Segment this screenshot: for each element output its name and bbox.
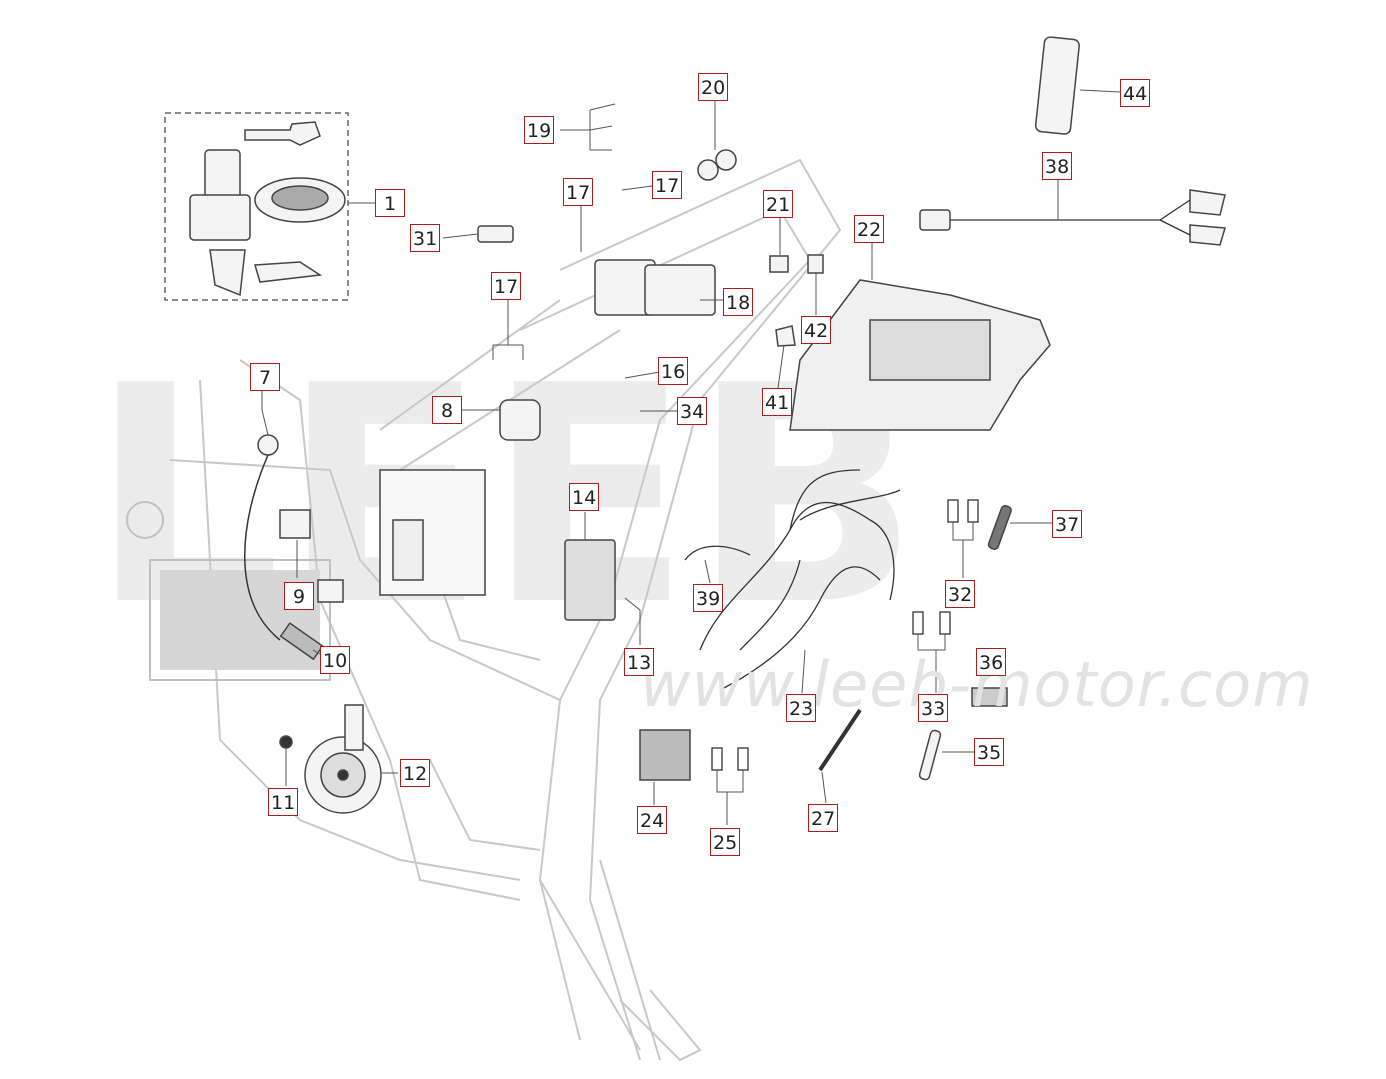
radiator-cap [126, 501, 164, 539]
part-label-22: 22 [854, 215, 885, 243]
wiring [684, 199, 1191, 772]
part-label-9: 9 [284, 582, 314, 610]
part-label-39: 39 [693, 584, 724, 612]
part-label-7: 7 [250, 363, 280, 391]
part-label-12: 12 [400, 759, 431, 787]
part-label-34: 34 [677, 397, 708, 425]
part-label-13: 13 [624, 648, 655, 676]
ignition-set-group-box [164, 112, 349, 301]
part-label-14: 14 [569, 483, 600, 511]
part-label-41: 41 [762, 388, 793, 416]
part-label-21: 21 [763, 190, 794, 218]
part-label-31: 31 [410, 224, 441, 252]
part-label-8: 8 [432, 396, 462, 424]
part-label-44: 44 [1120, 79, 1151, 107]
part-label-42: 42 [801, 316, 832, 344]
part-label-18: 18 [723, 288, 754, 316]
part-label-11: 11 [268, 788, 299, 816]
part-label-19: 19 [524, 116, 555, 144]
part-label-27: 27 [808, 804, 839, 832]
part-label-37: 37 [1052, 510, 1083, 538]
part-label-38: 38 [1042, 152, 1073, 180]
part-label-1: 1 [375, 189, 405, 217]
part-label-24: 24 [637, 806, 668, 834]
part-label-36: 36 [976, 648, 1007, 676]
part-label-33: 33 [918, 694, 949, 722]
parts-sketches [189, 36, 1226, 814]
part-label-32: 32 [945, 580, 976, 608]
leader-lines [261, 89, 1121, 825]
part-label-25: 25 [710, 828, 741, 856]
part-label-10: 10 [320, 646, 351, 674]
part-label-23: 23 [786, 694, 817, 722]
part-label-17-middle: 17 [491, 272, 522, 300]
part-label-17-left: 17 [563, 178, 594, 206]
part-label-17-right: 17 [652, 171, 683, 199]
part-label-16: 16 [658, 357, 689, 385]
part-label-35: 35 [974, 738, 1005, 766]
part-label-20: 20 [698, 73, 729, 101]
